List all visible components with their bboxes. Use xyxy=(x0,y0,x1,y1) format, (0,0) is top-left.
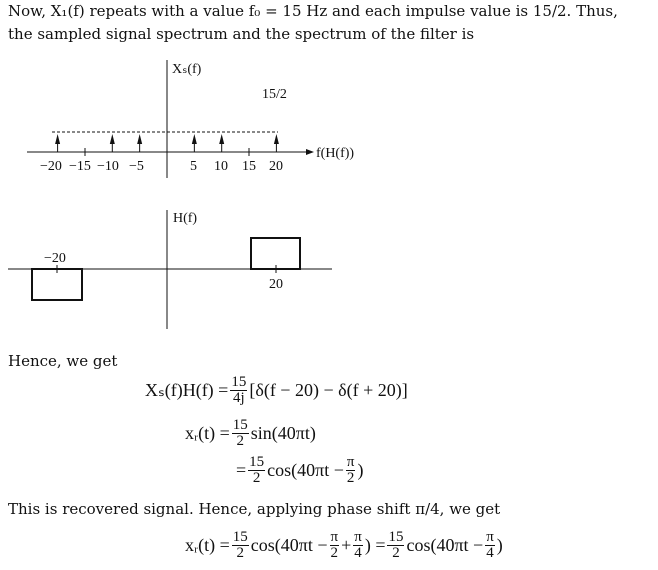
eq-part: ) = xyxy=(364,535,386,555)
impulse-arrow-icon xyxy=(55,134,61,144)
numerator: 15 xyxy=(231,529,249,546)
plot1-xlabel: f(H(f)) xyxy=(316,146,354,161)
recovered-text: This is recovered signal. Hence, applyin… xyxy=(8,500,501,518)
numerator: π xyxy=(485,529,495,546)
tick-label: −5 xyxy=(129,159,144,174)
negative-box xyxy=(31,268,83,301)
denominator: 2 xyxy=(236,433,245,449)
x-axis-arrow-icon xyxy=(306,149,314,155)
denominator: 2 xyxy=(236,545,245,561)
eq-rhs: ) xyxy=(357,460,364,480)
plot1-ylabel: Xₛ(f) xyxy=(172,62,202,77)
level-label: 15/2 xyxy=(262,87,287,102)
eq-part: cos(40πt − xyxy=(406,535,484,555)
sampled-spectrum-plot: Xₛ(f) 15/2 f(H(f)) −20 −15 −10 −5 5 10 1… xyxy=(27,60,354,178)
eq-lhs: = xyxy=(236,460,247,480)
denominator: 4 xyxy=(486,545,494,561)
numerator: π xyxy=(345,454,356,471)
eq-part: cos(40πt − xyxy=(250,535,328,555)
numerator: 15 xyxy=(230,374,248,391)
numerator: π xyxy=(353,529,363,546)
tick-label: 20 xyxy=(269,277,283,292)
eq-rhs: cos(40πt − xyxy=(267,460,344,480)
hence-text: Hence, we get xyxy=(8,352,118,370)
eq-rhs: sin(40πt) xyxy=(250,423,316,443)
intro-line-2: the sampled signal spectrum and the spec… xyxy=(8,25,475,43)
tick-label: 15 xyxy=(242,159,256,174)
denominator: 2 xyxy=(392,545,400,561)
eq-lhs: Xₛ(f)H(f) = xyxy=(145,380,229,400)
eq-part: + xyxy=(341,535,352,555)
tick-label: −20 xyxy=(40,159,62,174)
denominator: 4 xyxy=(354,545,362,561)
impulse-arrow-icon xyxy=(273,134,279,144)
denominator: 4j xyxy=(233,390,245,406)
tick-label: −20 xyxy=(44,251,66,266)
impulse-arrow-icon xyxy=(219,134,225,144)
numerator: π xyxy=(329,529,340,546)
tick-label: 5 xyxy=(190,159,197,174)
numerator: 15 xyxy=(231,417,249,434)
filter-spectrum-plot: H(f) −20 20 xyxy=(8,210,332,329)
spectrum-plots: Xₛ(f) 15/2 f(H(f)) −20 −15 −10 −5 5 10 1… xyxy=(8,60,354,329)
impulse-arrow-icon xyxy=(191,134,197,144)
numerator: 15 xyxy=(248,454,266,471)
denominator: 2 xyxy=(346,470,355,486)
numerator: 15 xyxy=(387,529,405,546)
denominator: 2 xyxy=(330,545,339,561)
tick-label: 20 xyxy=(269,159,283,174)
tick-label: 10 xyxy=(214,159,228,174)
eq-part: ) xyxy=(496,535,503,555)
denominator: 2 xyxy=(252,470,261,486)
eq-rhs: [δ(f − 20) − δ(f + 20)] xyxy=(249,380,408,400)
tick-label: −15 xyxy=(69,159,91,174)
eq-lhs: xᵣ(t) = xyxy=(185,423,230,443)
intro-line-1: Now, X₁(f) repeats with a value f₀ = 15 … xyxy=(8,2,618,20)
impulse-arrow-icon xyxy=(109,134,115,144)
positive-box xyxy=(250,237,301,270)
tick-label: −10 xyxy=(97,159,119,174)
eq-lhs: xᵣ(t) = xyxy=(185,535,230,555)
impulse-arrow-icon xyxy=(137,134,143,144)
plot2-ylabel: H(f) xyxy=(173,211,197,226)
